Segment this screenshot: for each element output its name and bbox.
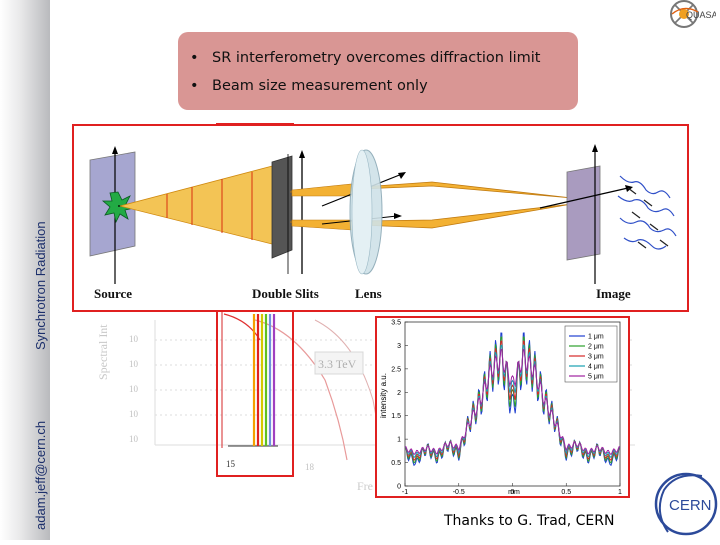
legend-label: 3 μm xyxy=(588,354,604,361)
plot-y-label: intensity a.u. xyxy=(379,373,388,418)
series-line xyxy=(404,336,621,464)
legend-label: 2 μm xyxy=(588,344,604,351)
legend-label: 5 μm xyxy=(588,374,604,381)
label-double-slits: Double Slits xyxy=(252,286,319,301)
y-tick-label: 1 xyxy=(397,437,401,444)
bg-energy-label: 3.3 TeV xyxy=(318,357,357,371)
bg-x-tick: 18 xyxy=(305,462,315,472)
series-line xyxy=(404,348,621,456)
y-tick-label: 0 xyxy=(397,484,401,491)
series-line xyxy=(404,340,621,461)
bullet-text: SR interferometry overcomes diffraction … xyxy=(212,50,541,66)
bg-y-tick: 10 xyxy=(129,434,139,444)
series-line xyxy=(404,344,621,459)
legend-label: 4 μm xyxy=(588,364,604,371)
intensity-plot: 0 0.5 1 1.5 2 2.5 3 3.5 -1 -0.5 0 0.5 1 1 μm 2 μm 3 μ… xyxy=(375,316,630,498)
y-tick-label: 3 xyxy=(397,343,401,350)
x-tick-label: -1 xyxy=(402,489,408,496)
y-tick-label: 0.5 xyxy=(391,460,401,467)
cern-logo: CERN xyxy=(646,462,720,540)
bullet-item: • SR interferometry overcomes diffraction… xyxy=(190,50,541,66)
fringe-wave xyxy=(619,175,671,199)
credit-text: Thanks to G. Trad, CERN xyxy=(444,513,615,529)
y-tick-label: 3.5 xyxy=(391,320,401,327)
y-tick-label: 2 xyxy=(397,390,401,397)
cern-text: CERN xyxy=(669,497,712,514)
bg-y-tick: 10 xyxy=(129,409,139,419)
quasar-text: QUASAR xyxy=(686,10,716,20)
x-tick-label: 0 xyxy=(511,489,515,496)
x-tick-label: 1 xyxy=(618,489,622,496)
bg-y-tick: 10 xyxy=(129,384,139,394)
callout-box: • SR interferometry overcomes diffraction… xyxy=(178,32,578,110)
legend-box xyxy=(564,325,618,383)
beam-cone xyxy=(119,163,281,247)
label-image: Image xyxy=(596,286,631,301)
quasar-logo: QUASAR xyxy=(654,0,720,36)
bg-y-tick: 10 xyxy=(129,359,139,369)
x-tick-label: -0.5 xyxy=(453,489,465,496)
author-email: adam.jeff@cern.ch xyxy=(33,420,48,530)
bg-y-tick: 10 xyxy=(129,334,139,344)
legend-label: 1 μm xyxy=(588,334,604,341)
filter-tick-label: 15 xyxy=(226,459,236,469)
plot-x-label: mm xyxy=(508,489,520,496)
bg-x-axis-label: Fre xyxy=(357,479,373,493)
image-plate xyxy=(566,165,601,261)
bullet-text: Beam size measurement only xyxy=(212,78,428,94)
section-title: Synchrotron Radiation xyxy=(33,221,48,350)
interferometer-diagram: Source Double Slits Lens Image xyxy=(72,124,689,312)
bullet-item: • Beam size measurement only xyxy=(190,78,428,94)
filter-lines: 15 xyxy=(218,300,292,470)
label-lens: Lens xyxy=(355,286,382,301)
double-slit-plate xyxy=(271,155,293,259)
label-source: Source xyxy=(94,286,132,301)
bg-y-axis-label: Spectral Int xyxy=(96,324,110,380)
x-tick-label: 0.5 xyxy=(561,489,571,496)
bullet-dot: • xyxy=(190,50,199,66)
y-tick-label: 2.5 xyxy=(391,366,401,373)
bullet-dot: • xyxy=(190,78,199,94)
source-star-icon xyxy=(101,191,136,224)
left-sidebar xyxy=(0,0,50,540)
y-tick-label: 1.5 xyxy=(391,413,401,420)
